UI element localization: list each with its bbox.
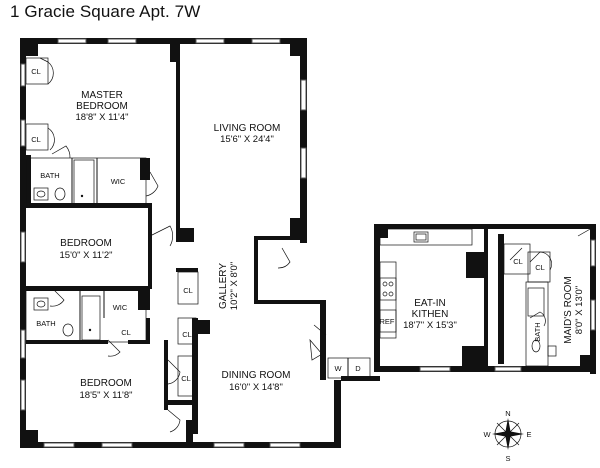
closet-label: CL [31, 135, 41, 144]
closet-label: CL [535, 263, 545, 272]
bedroom-1-label: BEDROOM [60, 238, 112, 249]
kitchen-label: EAT-IN [414, 298, 445, 309]
compass-n: N [505, 409, 510, 418]
living-room-label: LIVING ROOM [214, 123, 281, 134]
bath-label: BATH [36, 319, 55, 328]
maids-room-label: MAID'S ROOM [563, 276, 574, 343]
room-labels: MASTER BEDROOM 18'8" X 11'4" LIVING ROOM… [60, 90, 585, 401]
closet-label: CL [513, 257, 523, 266]
fridge-label: REF [380, 317, 395, 326]
kitchen-label-2: KITHEN [412, 309, 449, 320]
closet-label: CL [181, 374, 191, 383]
kitchen-size: 18'7" X 15'3" [403, 320, 457, 331]
bedroom-2-label: BEDROOM [80, 378, 132, 389]
bedroom-2-size: 18'5" X 11'8" [80, 390, 133, 401]
door-swings [39, 57, 593, 433]
closet-label: CL [31, 67, 41, 76]
compass-rose: N S E W [483, 409, 531, 463]
living-room-size: 15'6" X 24'4" [220, 134, 274, 145]
gallery-label: GALLERY [218, 263, 229, 309]
interior-walls [25, 44, 551, 434]
master-bedroom-size: 18'8" X 11'4" [76, 112, 129, 123]
compass-e: E [526, 430, 531, 439]
closet-label: CL [121, 328, 131, 337]
listing-title: 1 Gracie Square Apt. 7W [10, 2, 201, 21]
dryer-label: D [355, 364, 361, 373]
master-bedroom-label: MASTER [81, 90, 123, 101]
washer-label: W [334, 364, 342, 373]
bath-label: BATH [40, 171, 59, 180]
dining-room-size: 16'0" X 14'8" [229, 382, 283, 393]
compass-s: S [505, 454, 510, 463]
bedroom-1-size: 15'0" X 11'2" [60, 250, 113, 261]
windows [20, 38, 596, 448]
small-labels: CL CL BATH WIC BATH WIC CL CL CL CL REF … [31, 67, 545, 383]
bath-label: BATH [533, 322, 542, 341]
fixtures [33, 159, 557, 357]
wic-label: WIC [113, 303, 128, 312]
wic-label: WIC [111, 177, 126, 186]
closet-label: CL [183, 286, 193, 295]
closet-label: CL [182, 330, 192, 339]
maids-room-size: 8'0" X 13'0" [574, 286, 585, 334]
gallery-size: 10'2" X 8'0" [229, 262, 240, 310]
dining-room-label: DINING ROOM [222, 370, 291, 381]
compass-w: W [483, 430, 491, 439]
master-bedroom-label-2: BEDROOM [76, 101, 128, 112]
